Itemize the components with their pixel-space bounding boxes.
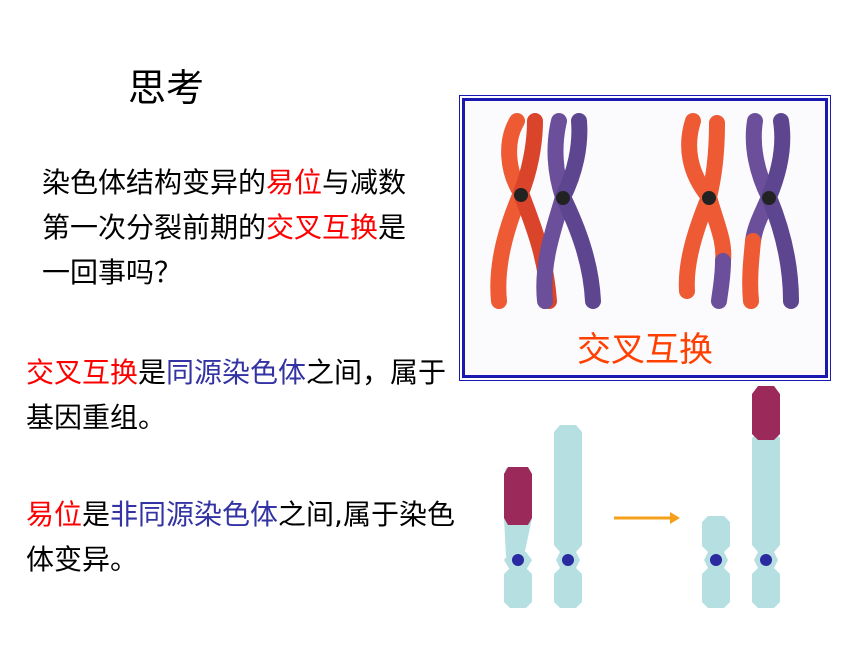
arrow-right-icon (614, 512, 680, 524)
slide-title: 思考 (128, 66, 205, 110)
chromosome-illustration (490, 113, 799, 309)
crossing-over-figure: 交叉互换 (459, 95, 831, 381)
answer-translocation: 易位是非同源染色体之间,属于染色体变异。 (26, 498, 455, 576)
centromere (512, 554, 524, 566)
tall-chromosome-after (752, 386, 780, 608)
short-chromosome-before (504, 467, 532, 608)
question-text: 染色体结构变异的易位与减数第一次分裂前期的交叉互换是一回事吗？ (42, 166, 407, 289)
centromere (760, 554, 772, 566)
term-translocation: 易位 (266, 166, 323, 199)
figure-caption: 交叉互换 (577, 330, 713, 370)
centromere (762, 191, 776, 205)
purple-chromosome-right (742, 113, 799, 309)
centromere (562, 554, 574, 566)
centromere (702, 191, 716, 205)
purple-chromosome-left (536, 113, 601, 309)
centromere (710, 554, 722, 566)
answer-crossing-over: 交叉互换是同源染色体之间，属于基因重组。 (26, 356, 447, 434)
translocation-diagram (504, 386, 780, 608)
tall-chromosome-before (554, 425, 582, 608)
term-crossing-over: 交叉互换 (266, 211, 379, 244)
red-chromosome-right (678, 113, 732, 309)
centromere (514, 188, 528, 202)
centromere (556, 191, 570, 205)
